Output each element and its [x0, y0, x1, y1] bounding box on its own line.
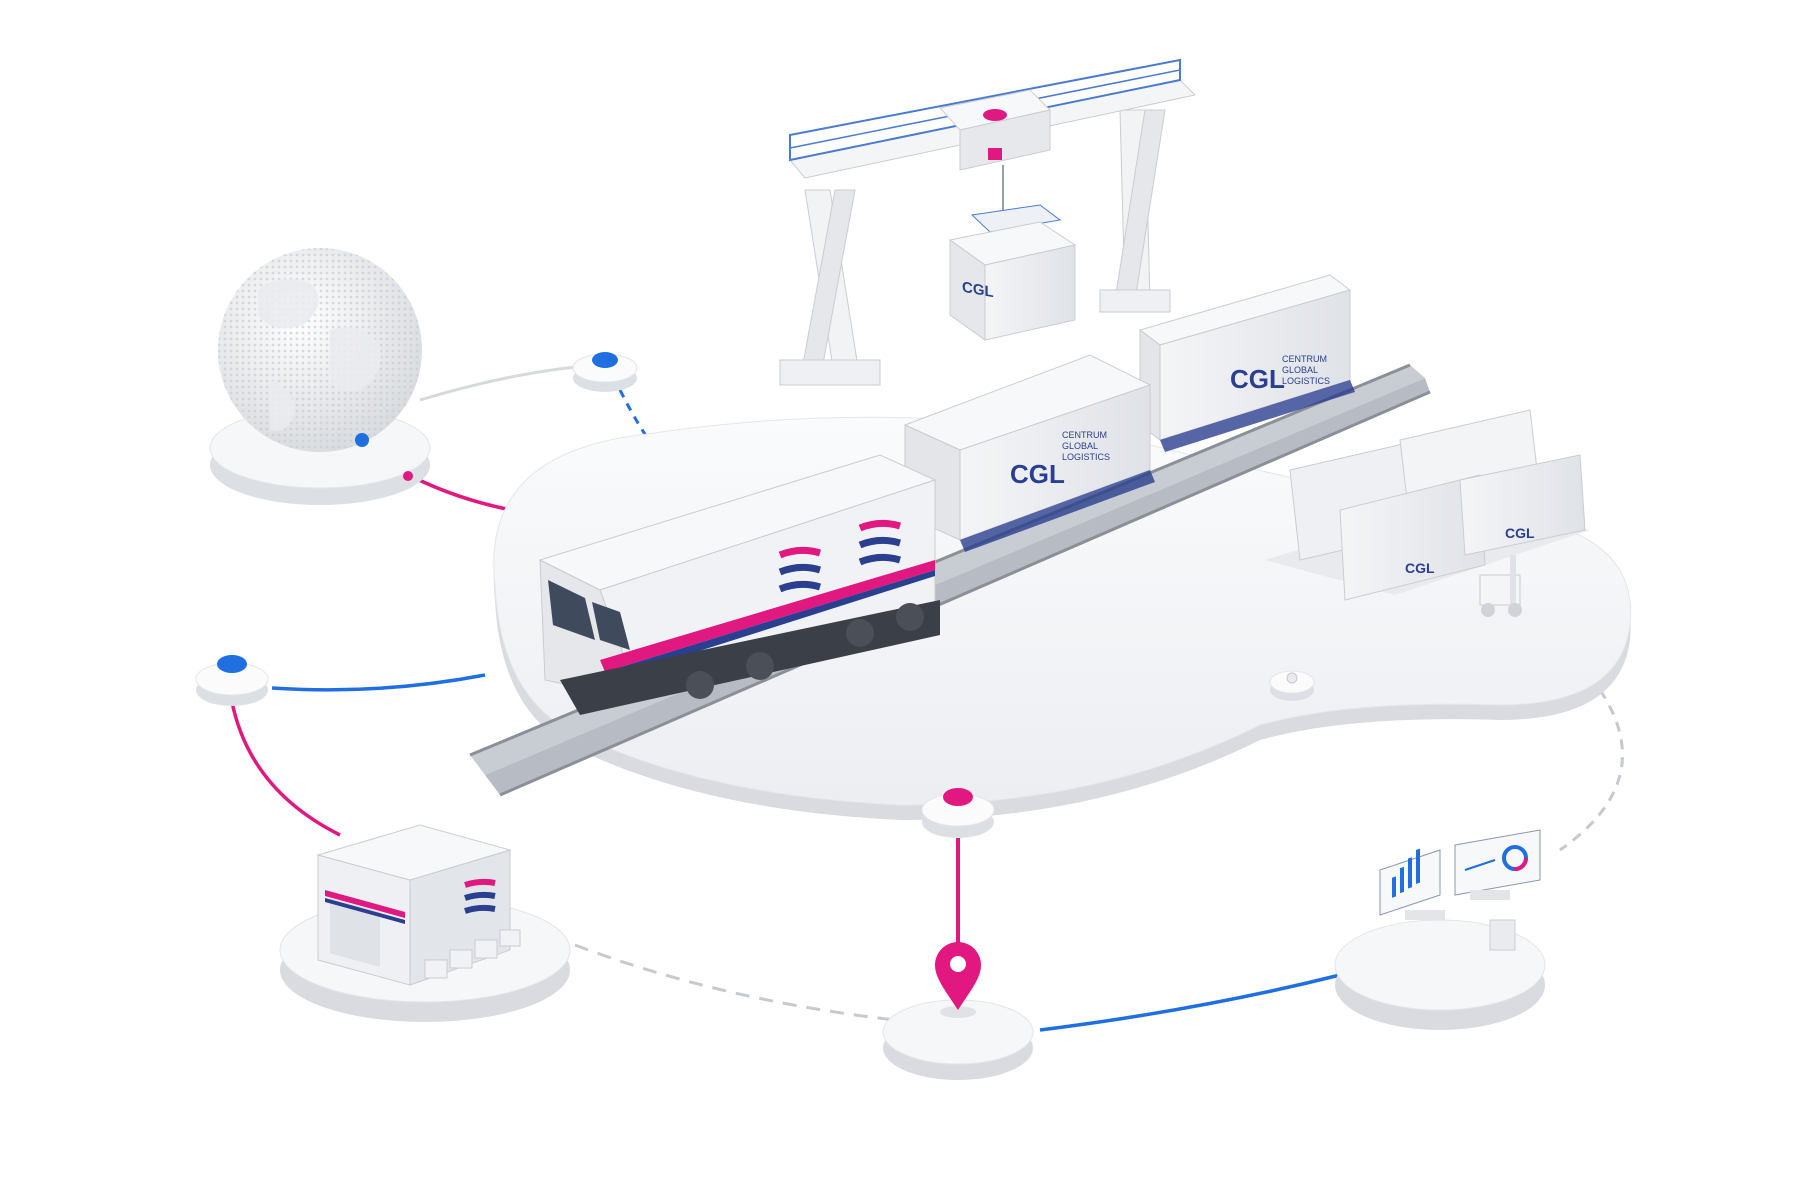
rear-container-tagline-1: CENTRUM: [1282, 354, 1327, 364]
locomotive-logo-front: [778, 546, 822, 593]
yard-container-brand-1: CGL: [1405, 560, 1435, 576]
warehouse-icon: [316, 824, 521, 986]
globe-magenta-dot: [403, 471, 413, 481]
front-container-tagline-2: GLOBAL: [1062, 441, 1098, 451]
link-node-to-warehouse: [230, 701, 341, 837]
front-container-tagline-1: CENTRUM: [1062, 430, 1107, 440]
front-container-tagline-3: LOGISTICS: [1062, 452, 1110, 462]
rear-container-tagline-2: GLOBAL: [1282, 365, 1318, 375]
link-node-dashed: [618, 389, 662, 456]
hanging-container-brand: CGL: [962, 279, 994, 301]
dashboard-monitor-icon: [1379, 829, 1541, 951]
forklift-icon: [1479, 555, 1522, 617]
gantry-crane-icon: CGL: [779, 58, 1197, 386]
link-node-to-train: [271, 673, 486, 692]
link-pin-to-dashboard: [1039, 973, 1341, 1032]
locomotive-icon: [538, 454, 940, 715]
front-container-brand: CGL: [1010, 459, 1065, 489]
link-warehouse-to-pin: [574, 943, 896, 1022]
globe-indicator-dot: [355, 433, 369, 447]
location-pin-icon: [935, 942, 981, 1010]
locomotive-logo-rear: [858, 519, 902, 566]
link-container-area-to-dashboard: [1559, 689, 1624, 852]
globe-icon: [218, 248, 422, 452]
location-station: [882, 942, 1034, 1080]
node-hub-right: [1269, 670, 1315, 701]
yard-container-brand-2: CGL: [1505, 525, 1535, 541]
container-yard: CGL CGL: [1265, 409, 1590, 617]
warehouse-station: [279, 824, 571, 1022]
rear-container-brand: CGL: [1230, 364, 1285, 394]
globe-station: [209, 248, 431, 505]
node-hub-bottom: [921, 788, 995, 838]
rear-container-tagline-3: LOGISTICS: [1282, 376, 1330, 386]
node-top: [572, 352, 638, 392]
rail-container-rear: CGL CENTRUM GLOBAL LOGISTICS: [1138, 274, 1355, 452]
rail-container-front: CGL CENTRUM GLOBAL LOGISTICS: [903, 354, 1155, 552]
dashboard-station: [1334, 829, 1546, 1030]
node-left: [195, 655, 269, 706]
